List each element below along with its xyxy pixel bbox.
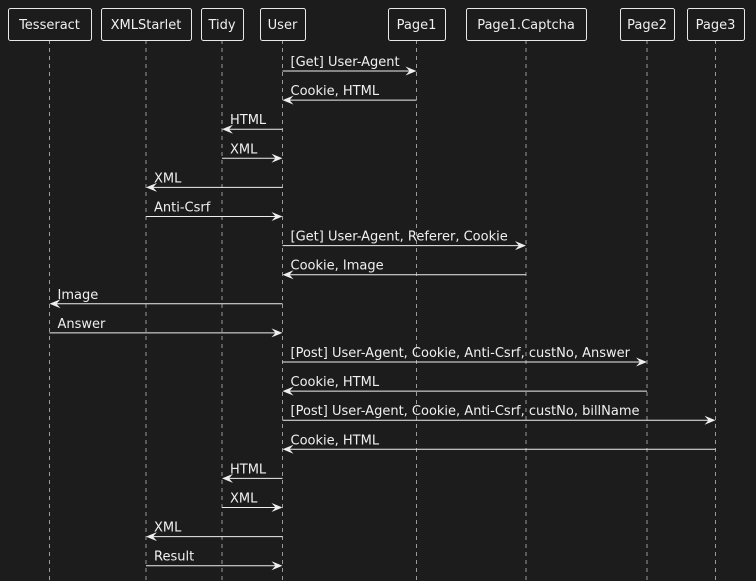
message-label: Cookie, HTML xyxy=(291,84,380,99)
participant-page1captcha: Page1.Captcha xyxy=(466,8,587,41)
message-9: Answer xyxy=(49,317,283,338)
participant-box xyxy=(687,8,745,41)
message-7: Cookie, Image xyxy=(282,259,526,280)
message-0: [Get] User-Agent xyxy=(282,55,417,76)
arrowhead-icon xyxy=(282,386,294,396)
message-4: XML xyxy=(146,171,283,192)
participant-tidy: Tidy xyxy=(201,8,244,41)
message-label: [Get] User-Agent, Referer, Cookie xyxy=(291,230,508,245)
message-label: Anti-Csrf xyxy=(154,201,211,216)
arrowhead-icon xyxy=(704,415,716,425)
message-label: Cookie, HTML xyxy=(291,375,380,390)
message-label: XML xyxy=(230,492,258,507)
arrowhead-icon xyxy=(222,124,233,134)
participant-label: XMLStarlet xyxy=(111,18,182,33)
arrowhead-icon xyxy=(636,357,647,367)
arrowhead-icon xyxy=(515,241,526,251)
participant-box xyxy=(8,8,92,41)
participant-box xyxy=(101,8,192,41)
message-16: XML xyxy=(146,521,283,542)
arrowhead-icon xyxy=(282,95,294,105)
participant-page3: Page3 xyxy=(687,8,745,41)
participant-label: User xyxy=(268,18,298,33)
participant-label: Tesseract xyxy=(18,18,80,33)
participant-label: Page3 xyxy=(696,18,736,33)
message-label: [Get] User-Agent xyxy=(291,55,400,70)
message-14: HTML xyxy=(222,462,283,483)
message-2: HTML xyxy=(222,113,283,134)
participant-page1: Page1 xyxy=(388,8,446,41)
arrowhead-icon xyxy=(271,503,283,512)
message-label: [Post] User-Agent, Cookie, Anti-Csrf, cu… xyxy=(291,346,631,361)
message-label: [Post] User-Agent, Cookie, Anti-Csrf, cu… xyxy=(291,404,640,419)
arrowhead-icon xyxy=(49,299,61,309)
participant-box xyxy=(201,8,244,41)
message-8: Image xyxy=(49,288,283,309)
arrowhead-icon xyxy=(282,270,294,280)
participant-label: Page1 xyxy=(397,18,437,33)
message-label: HTML xyxy=(230,462,267,477)
message-label: Answer xyxy=(58,317,107,332)
arrowhead-icon xyxy=(271,153,283,163)
participant-label: Page2 xyxy=(627,18,667,33)
participant-box xyxy=(620,8,675,41)
arrowhead-icon xyxy=(271,328,283,338)
message-label: Cookie, Image xyxy=(291,259,384,274)
arrowhead-icon xyxy=(271,561,283,571)
message-11: Cookie, HTML xyxy=(282,375,647,396)
message-17: Result xyxy=(146,550,283,571)
message-12: [Post] User-Agent, Cookie, Anti-Csrf, cu… xyxy=(282,404,716,425)
message-label: XML xyxy=(154,171,182,186)
message-5: Anti-Csrf xyxy=(146,201,283,221)
message-label: HTML xyxy=(230,113,267,128)
arrowhead-icon xyxy=(282,444,294,454)
participant-box xyxy=(388,8,446,41)
message-3: XML xyxy=(222,142,283,163)
arrowhead-icon xyxy=(146,182,157,192)
message-label: Cookie, HTML xyxy=(291,433,380,448)
message-label: XML xyxy=(154,521,182,536)
message-10: [Post] User-Agent, Cookie, Anti-Csrf, cu… xyxy=(282,346,647,367)
participant-label: Tidy xyxy=(207,18,235,33)
message-label: XML xyxy=(230,142,258,157)
participant-page2: Page2 xyxy=(620,8,675,41)
message-label: Image xyxy=(58,288,99,303)
message-1: Cookie, HTML xyxy=(282,84,417,105)
message-15: XML xyxy=(222,492,283,512)
participant-user: User xyxy=(260,8,306,41)
message-label: Result xyxy=(154,550,194,565)
participant-xmlstarlet: XMLStarlet xyxy=(101,8,192,41)
participant-box xyxy=(260,8,306,41)
arrowhead-icon xyxy=(405,66,417,76)
arrowhead-icon xyxy=(222,473,233,483)
message-6: [Get] User-Agent, Referer, Cookie xyxy=(282,230,526,251)
participant-box xyxy=(466,8,587,41)
participant-tesseract: Tesseract xyxy=(8,8,92,41)
arrowhead-icon xyxy=(271,212,283,221)
message-13: Cookie, HTML xyxy=(282,433,716,454)
arrowhead-icon xyxy=(146,532,157,542)
participant-label: Page1.Captcha xyxy=(477,18,575,33)
